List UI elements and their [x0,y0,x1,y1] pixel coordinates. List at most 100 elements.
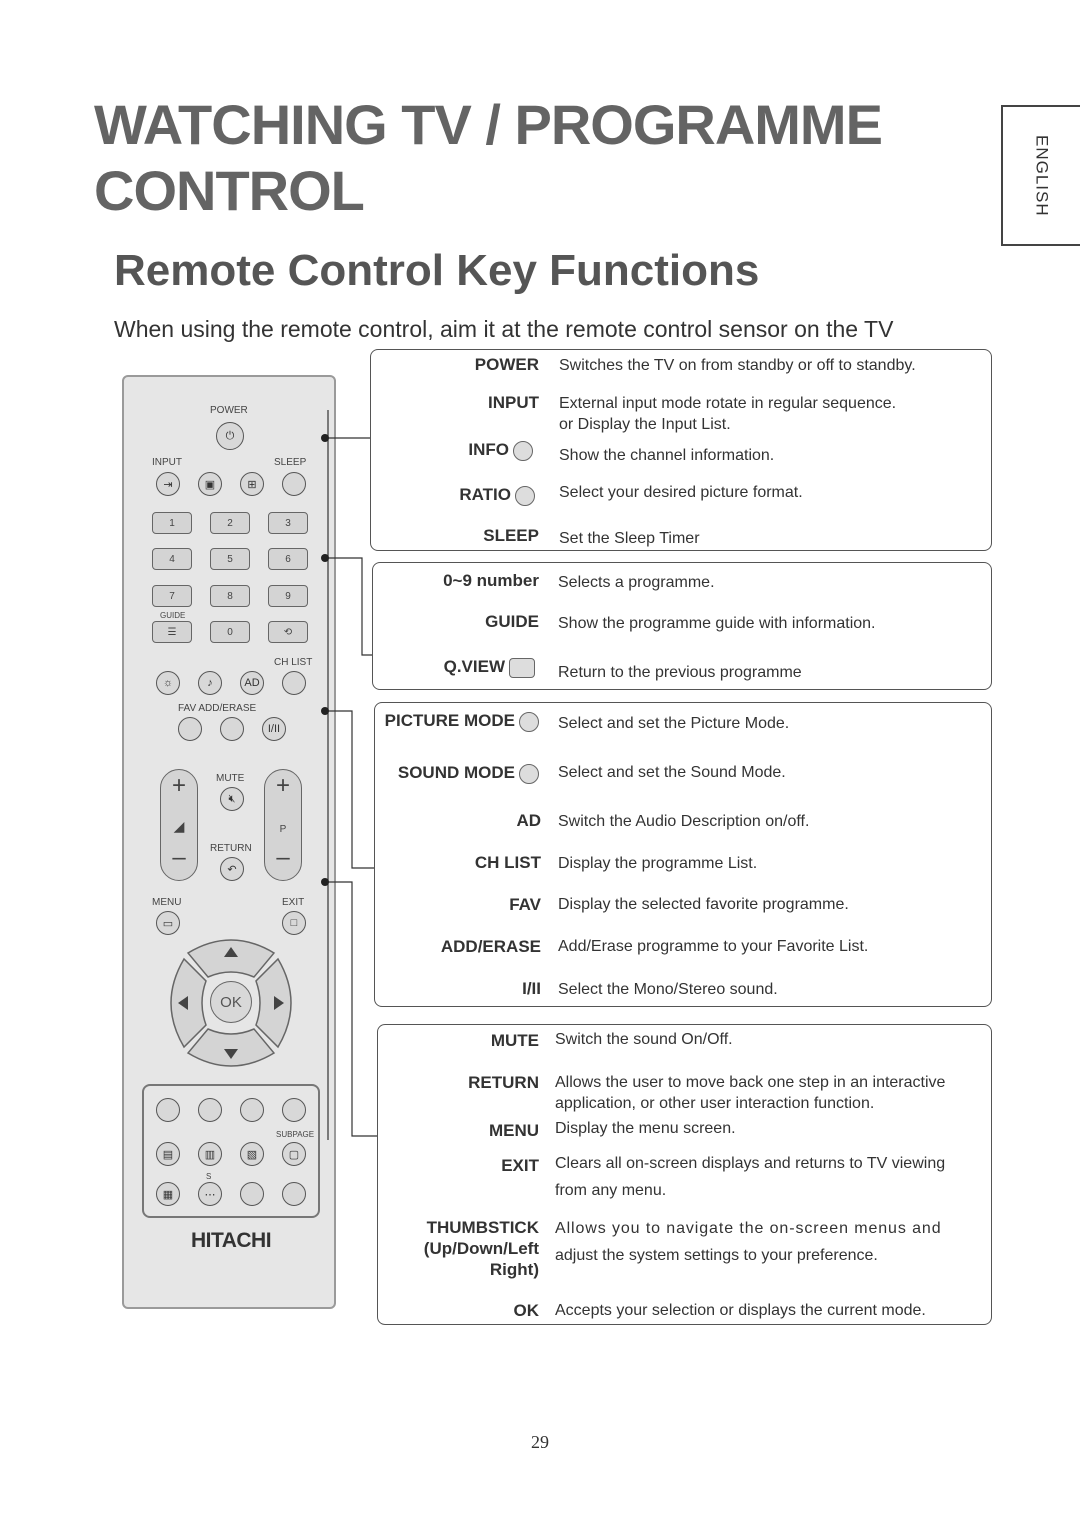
desc-power: Switches the TV on from standby or off t… [559,357,916,374]
desc-info: Show the channel information. [559,447,775,464]
desc-exit: Clears all on-screen displays and return… [555,1155,946,1172]
desc-ad: Switch the Audio Description on/off. [558,813,810,830]
desc-input: External input mode rotate in regular se… [559,395,897,412]
guide-icon: ☰ [152,621,192,643]
programme-rocker: + P – [264,769,302,881]
mute-icon: 🔇︎ [220,787,244,811]
remote-label-subpage: SUBPAGE [276,1130,315,1139]
remote-label-s: S [206,1172,212,1181]
programme-p-label: P [279,824,287,835]
desc-mute: Switch the sound On/Off. [555,1031,733,1048]
remote-label-chlist: CH LIST [274,657,313,668]
digit-key-6: 6 [268,548,308,570]
key-menu: MENU [488,1121,539,1140]
page-number: 29 [531,1432,549,1452]
digit-key-7: 7 [152,585,192,607]
teletext-size-icon: ▦ [156,1182,180,1206]
key-number: 0~9 number [443,571,539,590]
color-button-blue [282,1098,306,1122]
fav-button-icon [178,717,202,741]
key-add-erase: ADD/ERASE [440,937,541,956]
teletext-button-blank-2 [282,1182,306,1206]
key-thumbstick-3: Right) [489,1260,539,1279]
qview-icon: ⟲ [268,621,308,643]
digit-key-9: 9 [268,585,308,607]
key-group-number-qview: 0~9 number Selects a programme. GUIDE Sh… [372,562,992,690]
key-return: RETURN [468,1073,539,1092]
digit-key-5: 5 [210,548,250,570]
remote-label-mute: MUTE [216,773,245,784]
remote-label-power: POWER [210,405,248,416]
remote-label-exit: EXIT [282,897,305,908]
input-icon: ⇥ [156,472,180,496]
ratio-key-icon [515,485,535,506]
desc-exit-2: from any menu. [555,1182,667,1199]
key-info: INFO [468,440,533,461]
intro-text: When using the remote control, aim it at… [114,316,894,342]
key-ratio: RATIO [459,485,535,506]
page-title: WATCHING TV / PROGRAMME CONTROL [94,93,883,222]
digit-key-1: 1 [152,512,192,534]
color-button-yellow [240,1098,264,1122]
ratio-icon: ⊞ [240,472,264,496]
programme-down-icon: – [276,844,290,871]
key-info-label: INFO [468,440,509,459]
key-ratio-label: RATIO [459,485,511,504]
digit-key-2: 2 [210,512,250,534]
desc-qview: Return to the previous programme [558,664,802,681]
mono-stereo-icon: I/II [262,717,286,741]
key-ch-list: CH LIST [474,853,541,872]
key-ok: OK [513,1301,540,1320]
power-icon: ⏻ [216,422,244,450]
sound-mode-key-icon [519,763,539,784]
remote-label-input: INPUT [152,457,182,468]
desc-fav: Display the selected favorite programme. [558,896,849,913]
key-thumbstick: THUMBSTICK [426,1218,539,1237]
teletext-mix-icon: ▥ [198,1142,222,1166]
key-qview-label: Q.VIEW [443,657,505,676]
desc-menu: Display the menu screen. [555,1120,736,1137]
ok-button-icon: OK [210,981,252,1023]
key-sound-mode: SOUND MODE [398,763,539,784]
desc-picture-mode: Select and set the Picture Mode. [558,715,790,732]
desc-input-2: or Display the Input List. [559,416,731,433]
key-thumbstick-2: (Up/Down/Left [423,1239,539,1258]
key-ad: AD [516,811,541,830]
key-group-picture-sound: PICTURE MODE Select and set the Picture … [374,702,992,1007]
desc-return-2: application, or other user interaction f… [555,1095,875,1112]
digit-key-0: 0 [210,621,250,643]
remote-label-sleep: SLEEP [274,457,307,468]
volume-down-icon: – [172,844,186,871]
desc-thumbstick: Allows you to navigate the on-screen men… [555,1220,942,1237]
desc-sound-mode: Select and set the Sound Mode. [558,764,786,781]
key-power: POWER [474,355,539,374]
digit-key-8: 8 [210,585,250,607]
desc-mono-stereo: Select the Mono/Stereo sound. [558,981,778,998]
info-icon: ▣ [198,472,222,496]
ad-icon: AD [240,671,264,695]
remote-label-guide: GUIDE [160,611,186,620]
menu-icon: ▭ [156,911,180,935]
qview-key-icon [509,657,535,678]
key-sleep: SLEEP [483,526,539,545]
key-mono-stereo: I/II [522,979,541,998]
key-group-power-sleep: POWER Switches the TV on from standby or… [370,349,992,551]
key-picture-mode-label: PICTURE MODE [384,711,515,730]
return-icon: ↶ [220,857,244,881]
sound-mode-icon: ♪ [198,671,222,695]
chlist-button-icon [282,671,306,695]
volume-rocker: + ◢ – [160,769,198,881]
teletext-reveal-icon: ⋯ [198,1182,222,1206]
volume-up-icon: + [171,772,186,799]
desc-ratio: Select your desired picture format. [559,484,803,501]
key-guide: GUIDE [485,612,539,631]
desc-guide: Show the programme guide with informatio… [558,615,876,632]
language-tab-label: ENGLISH [1032,134,1052,217]
color-button-red [156,1098,180,1122]
desc-ch-list: Display the programme List. [558,855,758,872]
digit-key-4: 4 [152,548,192,570]
info-key-icon [513,440,533,461]
desc-return: Allows the user to move back one step in… [555,1074,946,1091]
key-input: INPUT [488,393,539,412]
